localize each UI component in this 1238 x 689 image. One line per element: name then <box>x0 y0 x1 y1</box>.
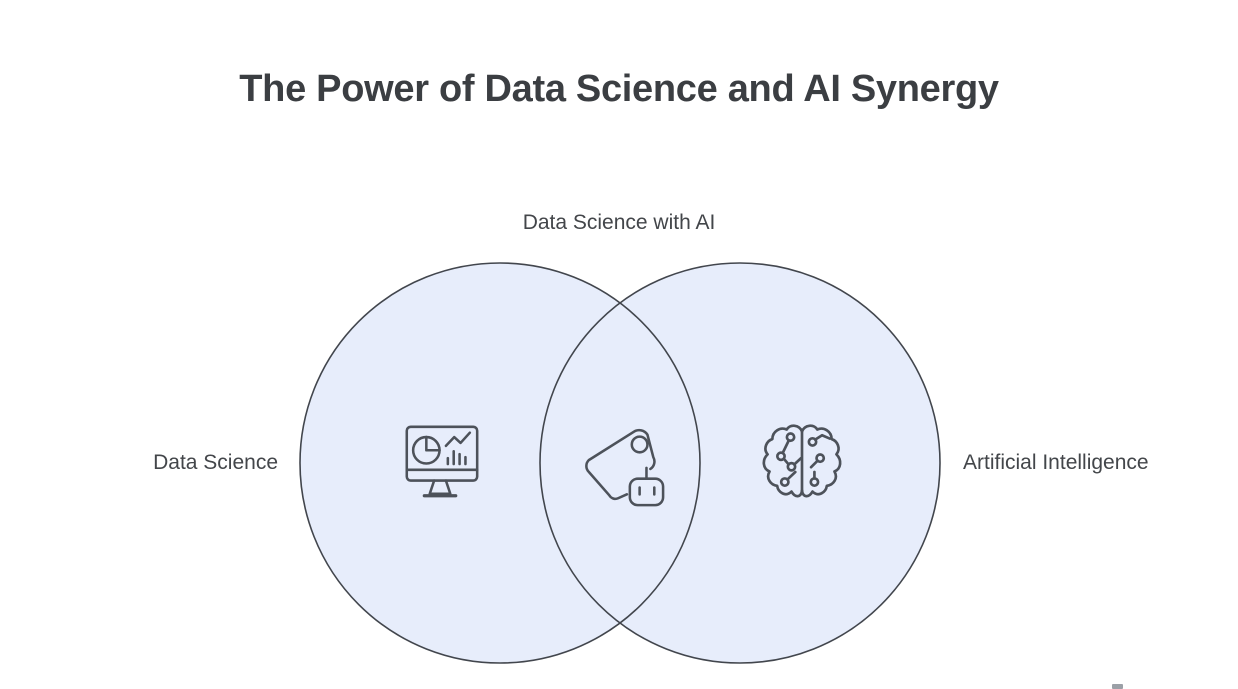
venn-right-circle-outline <box>539 262 941 664</box>
venn-left-circle-outline <box>299 262 701 664</box>
right-set-label: Artificial Intelligence <box>963 451 1149 474</box>
venn-right-circle-fill <box>540 263 940 663</box>
page-title: The Power of Data Science and AI Synergy <box>239 68 999 110</box>
brain-circuit-icon <box>762 424 842 498</box>
overlap-label: Data Science with AI <box>522 211 716 234</box>
price-tag-bot-icon <box>585 428 665 507</box>
left-set-label: Data Science <box>153 451 278 474</box>
watermark-fragment <box>1112 684 1123 689</box>
monitor-chart-icon <box>405 425 479 498</box>
